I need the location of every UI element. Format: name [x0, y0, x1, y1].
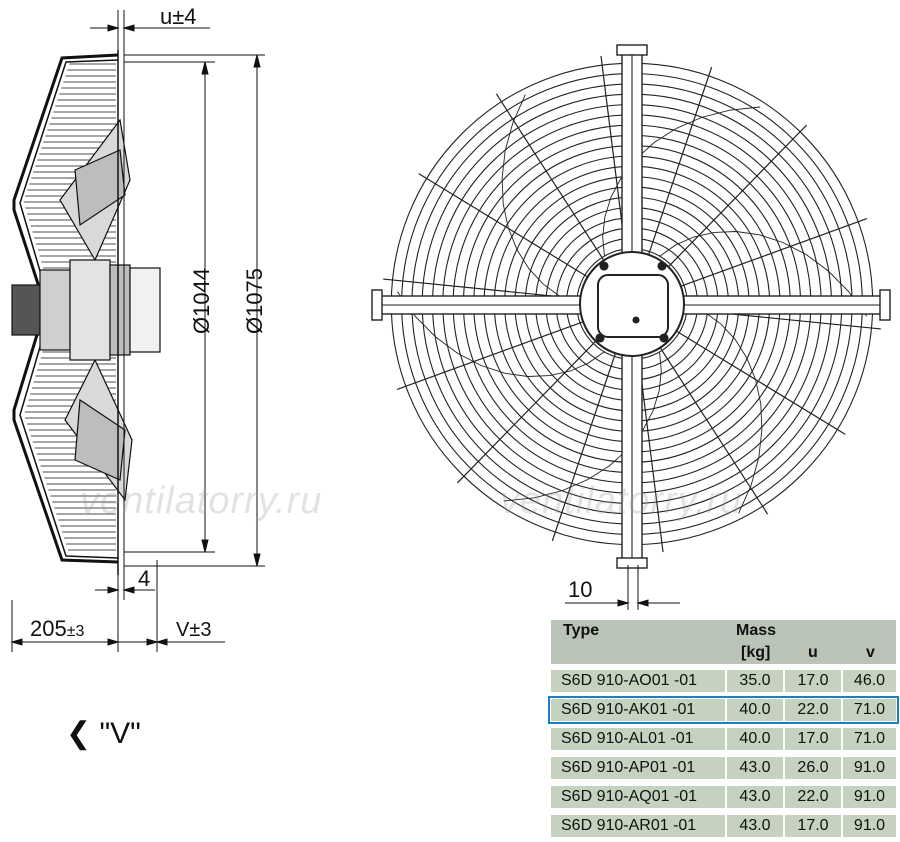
watermark-2: ventilatorry.ru — [500, 480, 743, 522]
cell-v: 71.0 — [843, 699, 896, 721]
cell-mass: 43.0 — [727, 757, 783, 779]
cell-mass: 43.0 — [727, 786, 783, 808]
table-row: S6D 910-AR01 -01 43.0 17.0 91.0 — [551, 815, 896, 837]
header-v: v — [866, 644, 875, 661]
cell-u: 17.0 — [785, 728, 841, 750]
header-u: u — [808, 644, 818, 661]
table-header: Type Mass [kg] u v — [551, 620, 896, 664]
watermark: ventilatorry.ru — [80, 480, 323, 522]
table-row-selected[interactable]: S6D 910-AK01 -01 40.0 22.0 71.0 — [548, 696, 899, 724]
side-view — [11, 50, 161, 575]
view-v-label: ❮ "V" — [66, 717, 141, 750]
cell-u: 22.0 — [785, 786, 841, 808]
dimension-10-label: 10 — [568, 577, 593, 602]
cell-type: S6D 910-AR01 -01 — [551, 815, 725, 837]
front-view — [371, 44, 891, 569]
cell-type: S6D 910-AO01 -01 — [551, 670, 725, 692]
cell-u: 26.0 — [785, 757, 841, 779]
diameter-1075-label: Ø1075 — [242, 267, 267, 335]
table-row: S6D 910-AQ01 -01 43.0 22.0 91.0 — [551, 786, 896, 808]
cell-v: 91.0 — [843, 786, 896, 808]
table-row: S6D 910-AL01 -01 40.0 17.0 71.0 — [551, 728, 896, 750]
table-row: S6D 910-AO01 -01 35.0 17.0 46.0 — [551, 670, 896, 692]
cell-mass: 40.0 — [727, 699, 783, 721]
cell-v: 91.0 — [843, 757, 896, 779]
cell-mass: 43.0 — [727, 815, 783, 837]
cell-type: S6D 910-AL01 -01 — [551, 728, 725, 750]
cell-v: 46.0 — [843, 670, 896, 692]
diameter-1044-label: Ø1044 — [189, 267, 214, 335]
cell-type: S6D 910-AK01 -01 — [551, 699, 725, 721]
cell-mass: 40.0 — [727, 728, 783, 750]
cell-u: 17.0 — [785, 815, 841, 837]
cell-mass: 35.0 — [727, 670, 783, 692]
header-type: Type — [563, 622, 600, 639]
v-tolerance-label: V±3 — [176, 619, 212, 641]
cell-u: 17.0 — [785, 670, 841, 692]
cell-v: 71.0 — [843, 728, 896, 750]
header-mass-unit: [kg] — [741, 644, 771, 661]
cell-u: 22.0 — [785, 699, 841, 721]
dimension-4-label: 4 — [138, 566, 151, 591]
cell-v: 91.0 — [843, 815, 896, 837]
dimension-205-label: 205±3 — [30, 616, 85, 641]
u-tolerance-label: u±4 — [160, 4, 197, 29]
cell-type: S6D 910-AQ01 -01 — [551, 786, 725, 808]
table-row: S6D 910-AP01 -01 43.0 26.0 91.0 — [551, 757, 896, 779]
cell-type: S6D 910-AP01 -01 — [551, 757, 725, 779]
header-mass: Mass — [736, 622, 777, 639]
